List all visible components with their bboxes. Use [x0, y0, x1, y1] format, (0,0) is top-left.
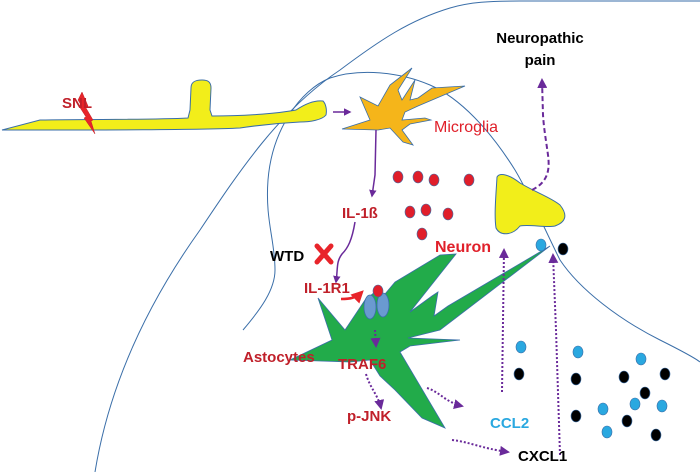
- il1r1-binding-arrow: [340, 290, 364, 304]
- il1b-dot: [412, 170, 424, 184]
- label-microglia: Microglia: [434, 119, 498, 136]
- il1b-dot: [416, 227, 428, 241]
- label-snl: SNL: [62, 95, 92, 112]
- il1b-dot: [404, 205, 416, 219]
- ccl2-dot: [515, 340, 527, 354]
- il1r1-receptor: [363, 284, 390, 320]
- pjnk-to-ccl2-arrow: [426, 387, 464, 410]
- cxcl1-dot: [570, 372, 582, 386]
- il1b-dot: [420, 203, 432, 217]
- ccl2-dots: [515, 238, 668, 439]
- il1b-dot: [442, 207, 454, 221]
- il1b-dot: [463, 173, 475, 187]
- label-traf6: TRAF6: [338, 356, 386, 373]
- ccl2-dot: [635, 352, 647, 366]
- cxcl1-dot: [650, 428, 662, 442]
- cxcl1-dot: [639, 386, 651, 400]
- sensory-nerve-shape: [1, 79, 327, 131]
- label-neuropathic-pain-line1: Neuropathic: [496, 30, 584, 47]
- cxcl1-dot: [659, 367, 671, 381]
- ccl2-dot: [629, 397, 641, 411]
- il1b-dot: [428, 173, 440, 187]
- receptor-subunit: [363, 294, 377, 320]
- il1b-to-il1r1-arrow: [333, 221, 356, 284]
- microglia-to-il1b-arrow: [369, 129, 377, 198]
- lightning-icon: [77, 91, 96, 135]
- astrocyte-cell-shape: [289, 245, 551, 429]
- cxcl1-dot: [618, 370, 630, 384]
- ccl2-dot: [572, 345, 584, 359]
- ccl2-dot: [601, 425, 613, 439]
- il1b-dot: [392, 170, 404, 184]
- cxcl1-dot: [570, 409, 582, 423]
- il1r1-to-traf6-arrow: [370, 329, 381, 348]
- ccl2-dot: [656, 399, 668, 413]
- neuron-to-pain-arrow: [531, 78, 550, 191]
- cxcl1-to-neuron-arrow: [548, 253, 561, 456]
- microglia-cell-shape: [341, 67, 466, 146]
- label-il1b: IL-1ß: [342, 205, 378, 222]
- label-neuron: Neuron: [435, 239, 491, 256]
- traf6-to-pjnk-arrow: [365, 373, 385, 410]
- spinal-cord-inner-outline: [242, 71, 700, 363]
- label-il1r1: IL-1R1: [304, 280, 350, 297]
- ccl2-dot: [535, 238, 547, 252]
- cxcl1-dot: [621, 414, 633, 428]
- neuron-cell-shape: [494, 174, 566, 235]
- label-wtd: WTD: [270, 248, 304, 265]
- bound-il1b-dot: [372, 284, 384, 298]
- il1b-dots: [392, 170, 475, 241]
- label-astrocytes: Astocytes: [243, 349, 315, 366]
- label-pjnk: p-JNK: [347, 408, 391, 425]
- label-ccl2: CCL2: [490, 415, 529, 432]
- cxcl1-dot: [557, 242, 569, 256]
- label-neuropathic-pain-line2: pain: [525, 52, 556, 69]
- ccl2-dot: [597, 402, 609, 416]
- cxcl1-dot: [513, 367, 525, 381]
- cxcl1-dots: [513, 242, 671, 442]
- ccl2-to-neuron-arrow: [498, 248, 509, 393]
- pjnk-to-cxcl1-arrow: [451, 439, 510, 456]
- inhibit-x-icon: [314, 243, 334, 265]
- spinal-cord-outer-outline: [94, 0, 700, 472]
- label-cxcl1: CXCL1: [518, 448, 567, 465]
